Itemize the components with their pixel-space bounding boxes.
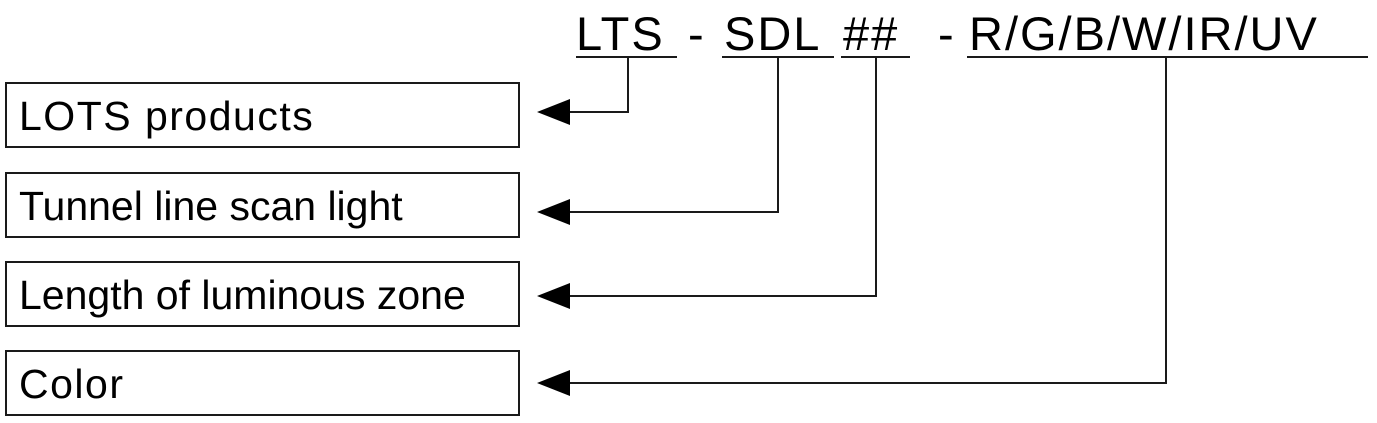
code-segment-series: SDL	[724, 7, 821, 60]
code-segment-prefix: LTS	[576, 7, 665, 60]
legend-box-lots-products: LOTS products	[5, 82, 520, 148]
code-separator: -	[688, 7, 704, 60]
legend-label: Length of luminous zone	[19, 272, 466, 318]
legend-label: Color	[19, 361, 124, 407]
leader-series	[537, 57, 779, 225]
arrowhead-icon	[537, 283, 570, 309]
legend-box-color: Color	[5, 350, 520, 416]
legend-label: LOTS products	[19, 93, 314, 139]
legend-box-length-of-luminous-zone: Length of luminous zone	[5, 261, 520, 327]
arrowhead-icon	[537, 199, 570, 225]
arrowhead-icon	[537, 99, 570, 125]
legend-box-tunnel-line-scan-light: Tunnel line scan light	[5, 172, 520, 238]
legend-label: Tunnel line scan light	[19, 183, 403, 229]
code-segment-color: R/G/B/W/IR/UV	[969, 7, 1319, 60]
code-separator: -	[938, 7, 954, 60]
leader-lines	[537, 57, 1167, 396]
leader-prefix	[537, 57, 629, 125]
code-segment-length: ##	[843, 7, 899, 60]
part-number-code: LTS - SDL ## - R/G/B/W/IR/UV	[576, 7, 1368, 60]
leader-length	[537, 57, 877, 309]
leader-color	[537, 57, 1167, 396]
arrowhead-icon	[537, 370, 570, 396]
legend-boxes: LOTS products Tunnel line scan light Len…	[5, 82, 520, 416]
